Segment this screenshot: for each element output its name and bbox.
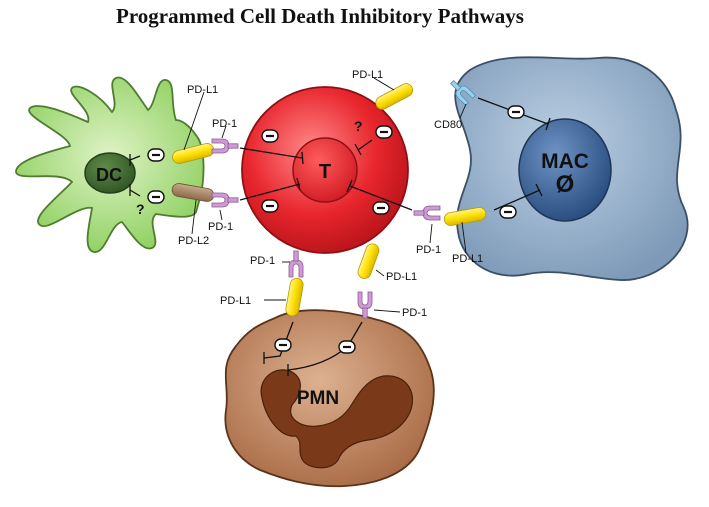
label-pd-1-pmn: PD-1	[402, 307, 427, 319]
pd-l1-pmn	[285, 277, 304, 317]
pmn-nucleus	[260, 369, 414, 469]
pd-1-tcell-dc-lower	[211, 192, 239, 208]
macrophage-label: MAC	[541, 150, 589, 173]
macrophage-symbol: Ø	[556, 171, 575, 198]
label-pd-1-tcell-pmn: PD-1	[250, 255, 275, 267]
pd-1-tcell-mac	[413, 205, 441, 221]
label-pd-1-dc-lower: PD-1	[208, 221, 233, 233]
unknown-mechanism-tcell: ?	[354, 118, 363, 134]
pd-1-tcell-dc-upper	[211, 138, 239, 154]
t-cell: T	[241, 86, 409, 254]
dendritic-nucleus	[84, 152, 136, 194]
label-pd-l1-dc: PD-L1	[187, 84, 218, 96]
molecule-labels: PD-L1 PD-1 PD-1 PD-L2 PD-L1 CD80 PD-1 PD…	[178, 69, 483, 319]
pd-l1-macrophage	[443, 207, 487, 226]
label-leaders	[183, 77, 467, 313]
unknown-mechanism-dc: ?	[136, 201, 145, 217]
label-pd-1-dc-upper: PD-1	[212, 118, 237, 130]
dendritic-label: DC	[96, 165, 122, 185]
label-cd80: CD80	[434, 119, 462, 131]
label-pd-l1-pmn: PD-L1	[220, 295, 251, 307]
pd-l1-tcell-bottom	[357, 243, 380, 279]
dendritic-cell: DC	[15, 76, 205, 253]
label-pd-l1-tcell-bottom: PD-L1	[386, 271, 417, 283]
pd-l1-dc	[172, 143, 215, 164]
label-pd-l1-top: PD-L1	[352, 69, 383, 81]
label-pd-l2-dc: PD-L2	[178, 235, 209, 247]
macrophage-cell: MAC Ø	[454, 56, 689, 281]
label-pd-l1-mac: PD-L1	[452, 253, 483, 265]
pmn-label: PMN	[297, 388, 339, 409]
pd-l1-tcell-top	[375, 83, 414, 110]
pd-1-tcell-pmn	[288, 250, 304, 278]
t-cell-nucleus	[292, 137, 358, 203]
pd-1-pmn	[357, 291, 373, 319]
pmn-cell: PMN	[224, 309, 435, 488]
page-title: Programmed Cell Death Inhibitory Pathway…	[116, 4, 524, 28]
label-pd-1-mac: PD-1	[416, 244, 441, 256]
inhibitory-signals	[129, 97, 551, 376]
t-cell-label: T	[319, 161, 331, 183]
